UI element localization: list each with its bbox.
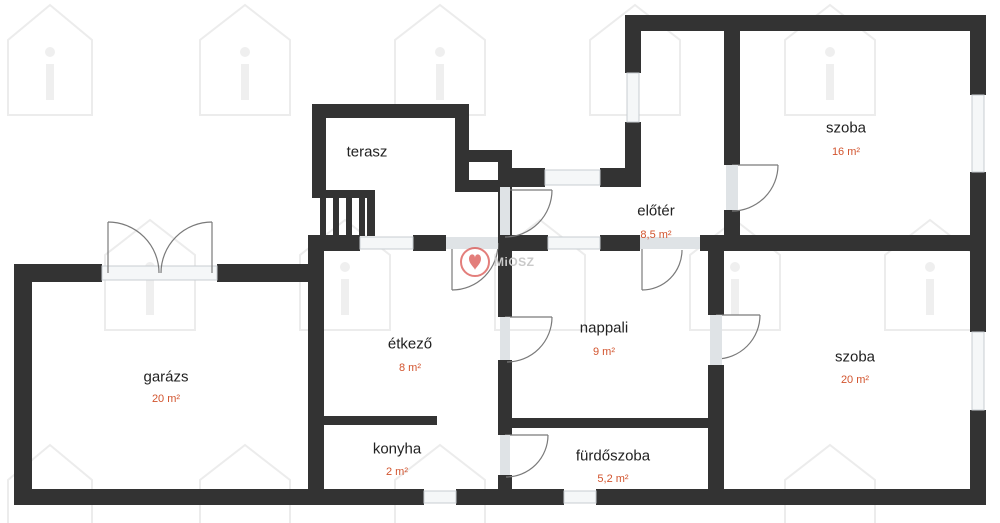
doors: [107, 164, 779, 478]
room-area-garazs: 20 m²: [151, 393, 181, 405]
brand-logo-icon: [460, 247, 490, 277]
room-label-garazs: garázs: [143, 368, 189, 386]
room-area-eloter: 8,5 m²: [640, 229, 672, 241]
windows: [101, 72, 985, 504]
brand-wordmark: MiOSZ: [494, 255, 535, 269]
room-area-szoba-2: 20 m²: [840, 374, 870, 386]
room-area-nappali: 9 m²: [593, 346, 615, 358]
room-label-furdoszoba: fürdőszoba: [575, 447, 651, 465]
walls: [14, 15, 986, 505]
room-label-konyha: konyha: [372, 440, 422, 458]
room-label-szoba-1: szoba: [825, 119, 867, 137]
room-area-szoba-1: 16 m²: [831, 146, 861, 158]
room-label-terasz: terasz: [346, 143, 388, 161]
room-label-eloter: előtér: [637, 202, 675, 220]
watermark-marks: [45, 47, 935, 315]
room-area-furdoszoba: 5,2 m²: [597, 473, 629, 485]
room-label-szoba-2: szoba: [834, 348, 876, 366]
room-area-konyha: 2 m²: [386, 466, 408, 478]
room-area-etkezo: 8 m²: [399, 362, 421, 374]
door-frames: [446, 165, 738, 475]
room-label-etkezo: étkező: [387, 335, 433, 353]
room-label-nappali: nappali: [579, 319, 629, 337]
